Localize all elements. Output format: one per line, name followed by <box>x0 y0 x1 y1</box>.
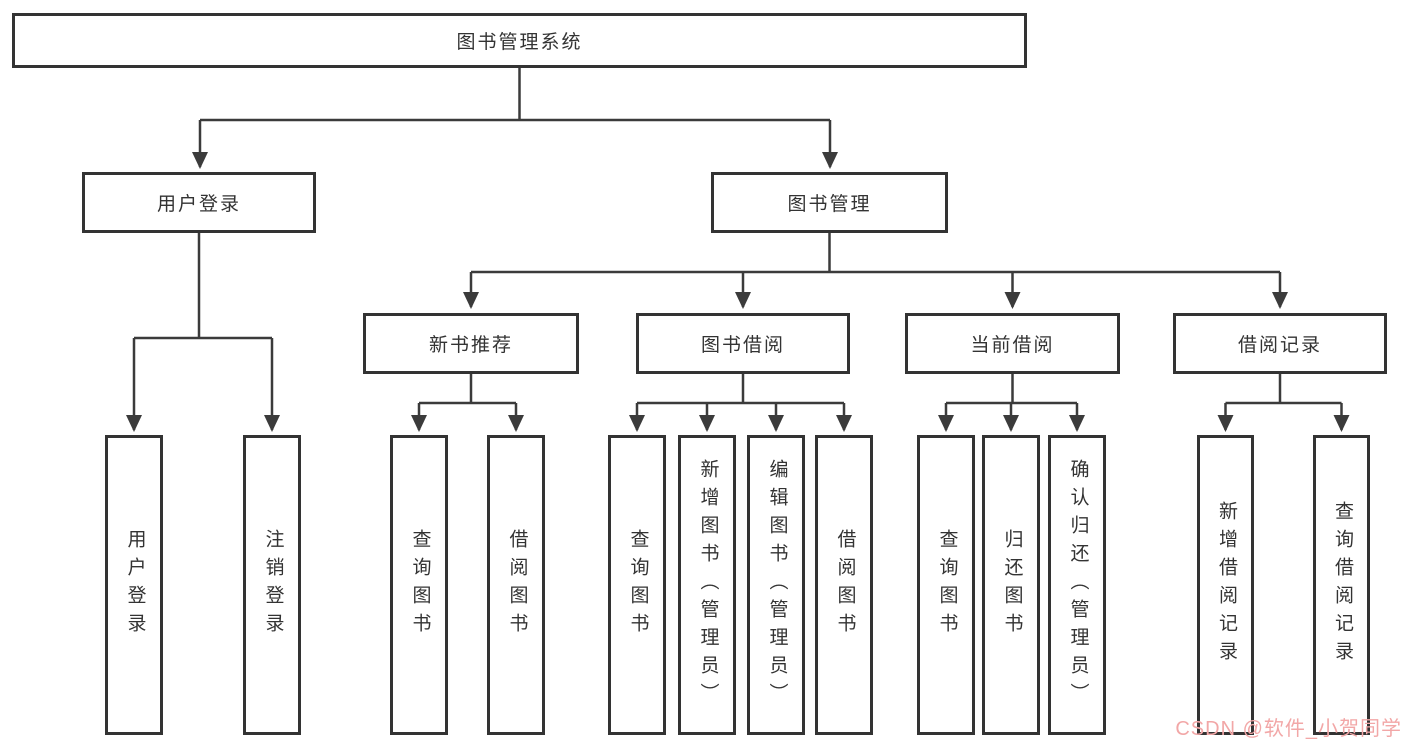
node-leaf-borrow-book: 借阅图书 <box>815 435 873 735</box>
node-leaf-logout-label: 注销登录 <box>262 529 284 641</box>
node-leaf-query-borrow-record: 查询借阅记录 <box>1313 435 1370 735</box>
node-leaf-confirm-return-admin-label: 确认归还（管理员） <box>1067 459 1089 711</box>
node-user-login: 用户登录 <box>82 172 316 233</box>
node-borrow-records: 借阅记录 <box>1173 313 1387 374</box>
node-book-management-label: 图书管理 <box>787 194 872 215</box>
node-book-borrow: 图书借阅 <box>636 313 850 374</box>
node-leaf-logout: 注销登录 <box>243 435 301 735</box>
node-leaf-add-book-admin: 新增图书（管理员） <box>678 435 736 735</box>
node-borrow-records-label: 借阅记录 <box>1237 335 1322 356</box>
node-leaf-query-borrow-record-label: 查询借阅记录 <box>1331 501 1353 669</box>
node-leaf-query-book-borrow-label: 查询图书 <box>627 529 649 641</box>
node-user-login-label: 用户登录 <box>156 194 241 215</box>
connector-arrows <box>126 120 1350 432</box>
node-leaf-confirm-return-admin: 确认归还（管理员） <box>1048 435 1106 735</box>
node-leaf-edit-book-admin-label: 编辑图书（管理员） <box>766 459 788 711</box>
node-leaf-user-login-label: 用户登录 <box>124 529 146 641</box>
node-current-borrow-label: 当前借阅 <box>970 335 1055 356</box>
node-leaf-add-borrow-record-label: 新增借阅记录 <box>1215 501 1237 669</box>
node-leaf-query-book-borrow: 查询图书 <box>608 435 666 735</box>
node-new-book-recommend: 新书推荐 <box>363 313 579 374</box>
node-root-system-label: 图书管理系统 <box>456 32 583 53</box>
node-leaf-add-borrow-record: 新增借阅记录 <box>1197 435 1254 735</box>
node-leaf-return-book: 归还图书 <box>982 435 1040 735</box>
csdn-watermark: CSDN @软件_小贺同学 <box>1175 718 1402 740</box>
node-leaf-query-book-current-label: 查询图书 <box>936 529 958 641</box>
node-leaf-query-book-recommend-label: 查询图书 <box>409 529 431 641</box>
node-root-system: 图书管理系统 <box>12 13 1027 68</box>
node-leaf-add-book-admin-label: 新增图书（管理员） <box>697 459 719 711</box>
node-leaf-edit-book-admin: 编辑图书（管理员） <box>747 435 805 735</box>
node-book-borrow-label: 图书借阅 <box>700 335 785 356</box>
node-leaf-user-login: 用户登录 <box>105 435 163 735</box>
node-leaf-borrow-book-recommend-label: 借阅图书 <box>506 529 528 641</box>
node-leaf-borrow-book-recommend: 借阅图书 <box>487 435 545 735</box>
node-leaf-borrow-book-label: 借阅图书 <box>834 529 856 641</box>
node-leaf-return-book-label: 归还图书 <box>1001 529 1023 641</box>
node-leaf-query-book-recommend: 查询图书 <box>390 435 448 735</box>
node-leaf-query-book-current: 查询图书 <box>917 435 975 735</box>
node-book-management: 图书管理 <box>711 172 948 233</box>
node-current-borrow: 当前借阅 <box>905 313 1120 374</box>
node-new-book-recommend-label: 新书推荐 <box>428 335 513 356</box>
